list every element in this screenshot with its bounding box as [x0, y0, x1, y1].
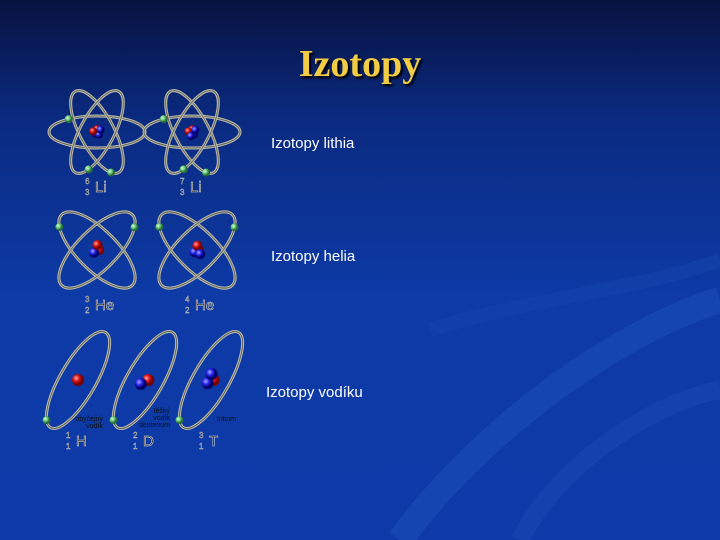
orbit-edge — [158, 211, 236, 289]
element-symbol: Li — [190, 179, 202, 196]
electron — [130, 223, 139, 232]
element-symbol: T — [209, 433, 218, 450]
element-symbol: H — [76, 433, 87, 450]
orbit-edge — [158, 211, 236, 289]
isotope-caption: tritium — [217, 416, 236, 423]
electron — [230, 223, 239, 232]
label-lithium-isotopes: Izotopy lithia — [271, 135, 355, 152]
electron — [64, 115, 73, 124]
orbit-edge — [58, 211, 136, 289]
neutron — [191, 125, 200, 134]
proton — [89, 127, 98, 136]
electron — [109, 416, 118, 425]
electron — [202, 168, 211, 177]
orbit-edge — [45, 331, 111, 429]
electron — [84, 165, 93, 174]
neutron — [96, 125, 105, 134]
proton — [92, 239, 103, 250]
element-symbol: Li — [95, 179, 107, 196]
element-symbol: He — [95, 297, 114, 314]
mass-number: 1 — [66, 431, 71, 440]
neutron — [195, 249, 206, 260]
proton — [192, 240, 203, 251]
atomic-number: 2 — [185, 306, 190, 315]
electron — [42, 416, 51, 425]
mass-number: 3 — [199, 431, 204, 440]
atomic-number: 3 — [85, 188, 90, 197]
electron — [107, 168, 116, 177]
caption-line: obyčejný — [75, 416, 103, 423]
element-symbol: D — [143, 433, 154, 450]
mass-number: 7 — [180, 177, 185, 186]
proton — [72, 374, 84, 386]
electron — [155, 222, 164, 231]
electron — [179, 165, 188, 174]
atomic-number: 2 — [85, 306, 90, 315]
orbit-edge — [58, 211, 136, 289]
element-symbol: He — [195, 297, 214, 314]
electron — [175, 416, 184, 425]
atom-helium-4: He 4 2 — [155, 210, 239, 315]
atom-lithium-7: Li 7 3 — [142, 89, 242, 197]
orbit-edge — [70, 90, 124, 174]
mass-number: 4 — [185, 295, 190, 304]
atomic-number: 1 — [66, 442, 71, 451]
slide-title: Izotopy — [298, 43, 422, 85]
atom-helium-3: He 3 2 — [55, 210, 139, 315]
electron — [55, 222, 64, 231]
mass-number: 2 — [133, 431, 138, 440]
mass-number: 3 — [85, 295, 90, 304]
caption-line: vodík — [153, 415, 170, 422]
caption-line: deuterium — [139, 422, 170, 429]
label-hydrogen-isotopes: Izotopy vodíku — [266, 384, 363, 401]
orbit-edge — [165, 90, 219, 174]
atomic-number: 1 — [133, 442, 138, 451]
orbit-edge — [165, 90, 219, 174]
label-helium-isotopes: Izotopy helia — [271, 248, 356, 265]
neutron — [134, 377, 147, 390]
caption-line: vodík — [86, 423, 103, 430]
atomic-number: 1 — [199, 442, 204, 451]
mass-number: 6 — [85, 177, 90, 186]
neutron — [205, 367, 218, 380]
orbit-edge — [143, 115, 241, 149]
orbit-edge — [112, 331, 178, 429]
atomic-number: 3 — [180, 188, 185, 197]
neutron — [201, 377, 214, 390]
electron — [159, 115, 168, 124]
caption-line: tritium — [217, 416, 236, 423]
neutron — [89, 247, 100, 258]
caption-line: těžký — [154, 408, 171, 415]
orbit-edge — [70, 90, 124, 174]
atom-lithium-6: Li 6 3 — [47, 89, 147, 197]
orbit-edge — [178, 331, 244, 429]
neutron — [186, 132, 195, 141]
